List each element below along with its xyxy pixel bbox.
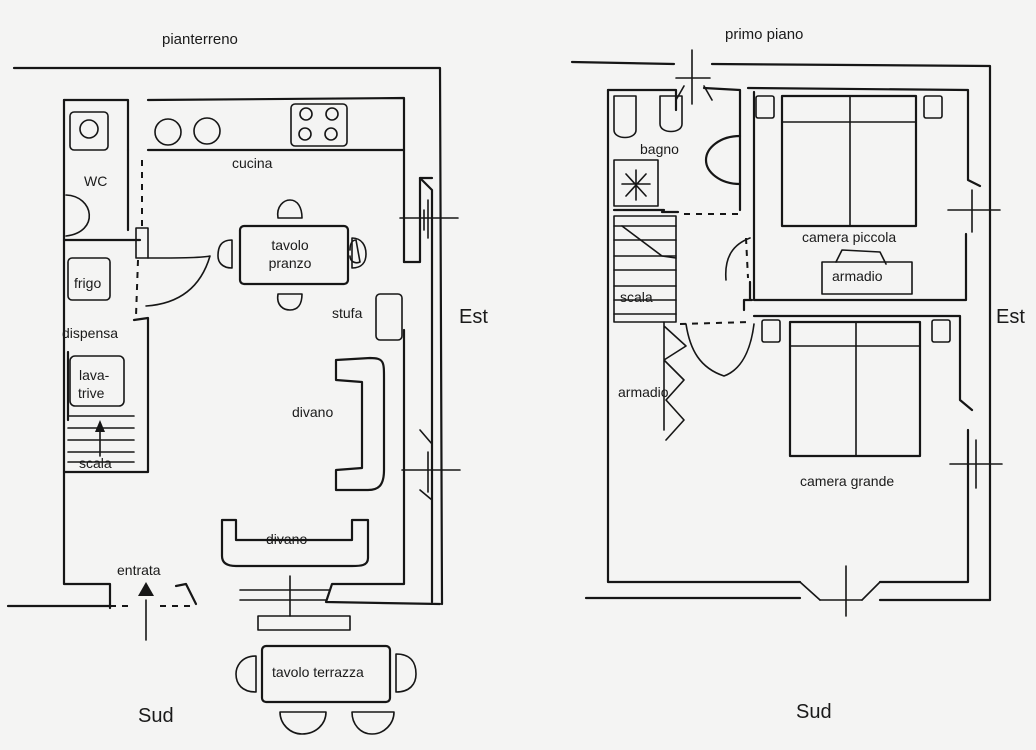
ground-stairs (67, 415, 135, 463)
sofa-side (334, 356, 386, 492)
kitchen-counter (146, 103, 406, 152)
terrace-table-label: tavolo terrazza (272, 664, 364, 680)
sofa-front (220, 518, 370, 568)
ground-floor-plan (6, 66, 461, 735)
wc-label: WC (84, 173, 108, 189)
first-stairs-label: scala (620, 289, 653, 305)
small-bedroom-label: camera piccola (802, 229, 897, 245)
first-east-window-upper (947, 189, 1001, 233)
ground-east-window-upper (399, 199, 459, 239)
large-bedroom (752, 314, 974, 458)
first-stairs (613, 215, 751, 325)
first-east-compass: Est (996, 306, 1025, 328)
small-bedroom (752, 90, 968, 302)
first-floor-plan (570, 49, 1003, 617)
wc-room (62, 111, 211, 317)
first-outer-walls (570, 60, 992, 602)
first-south-compass: Sud (796, 701, 832, 723)
dining-table (217, 199, 367, 311)
small-wardrobe-label: armadio (832, 268, 883, 284)
ground-stairs-label: scala (79, 455, 112, 471)
bathroom-room (612, 95, 742, 215)
pantry-label: dispensa (62, 325, 119, 341)
hall-wardrobe-label: armadio (618, 384, 669, 400)
ground-east-compass: Est (459, 306, 488, 328)
washing-machine-label-line1: lava- (79, 367, 110, 383)
stove (375, 293, 403, 341)
kitchen-label: cucina (232, 155, 273, 171)
washing-machine-label-line2: trive (78, 385, 105, 401)
first-floor-title: primo piano (725, 26, 804, 43)
dining-table-label-line1: tavolo (271, 237, 309, 253)
ground-floor-title: pianterreno (162, 31, 238, 48)
entrance-label: entrata (117, 562, 161, 578)
ground-outer-walls (6, 66, 444, 610)
ground-east-window-lower (401, 429, 461, 501)
first-north-window (675, 49, 713, 105)
terrace-table (235, 644, 417, 735)
first-south-window (799, 565, 881, 617)
dining-table-label-line2: pranzo (268, 255, 312, 271)
ground-south-compass: Sud (138, 705, 174, 727)
fridge-and-pantry (62, 257, 150, 474)
fridge-label: frigo (74, 275, 102, 291)
entrance-door (110, 575, 351, 641)
front-sofa-label: divano (266, 531, 308, 547)
large-bedroom-label: camera grande (800, 473, 895, 489)
side-sofa-label: divano (292, 404, 334, 420)
hall-wardrobe (663, 237, 755, 441)
first-east-window-lower (949, 439, 1003, 489)
bathroom-label: bagno (640, 141, 679, 157)
stove-label: stufa (332, 305, 363, 321)
